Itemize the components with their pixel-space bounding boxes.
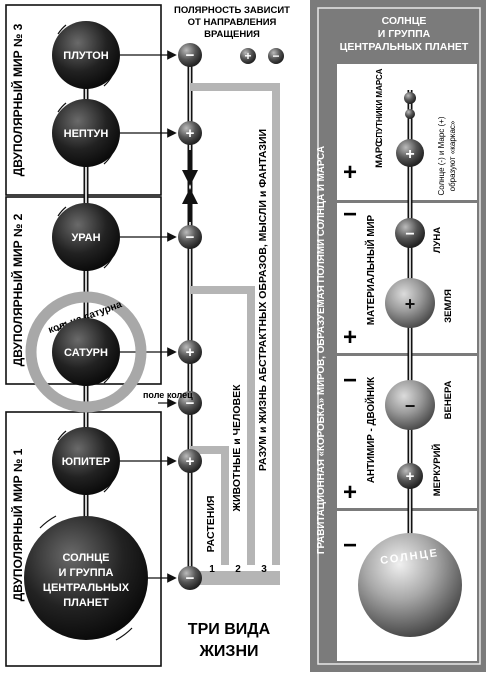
mars-moon-1 bbox=[404, 92, 416, 104]
mars-card-sign: + bbox=[343, 159, 357, 186]
life-number-1: 1 bbox=[209, 564, 215, 575]
uranus-label: УРАН bbox=[71, 232, 100, 244]
saturn-rings bbox=[25, 291, 147, 413]
sun-group-label-4: ПЛАНЕТ bbox=[63, 597, 109, 609]
sign-minus-sun: − bbox=[178, 566, 202, 590]
sign-plus-jupiter: + bbox=[178, 449, 202, 473]
sun-card-sign: − bbox=[343, 532, 357, 559]
antiworld-label: АНТИМИР - ДВОЙНИК bbox=[365, 377, 377, 483]
earth-label: ЗЕМЛЯ bbox=[443, 289, 454, 323]
legend-minus-sphere bbox=[268, 48, 284, 64]
sign-plus-saturn: + bbox=[178, 340, 202, 364]
life-label-2: ЖИВОТНЫЕ и ЧЕЛОВЕК bbox=[231, 384, 243, 513]
svg-text:−: − bbox=[186, 395, 195, 412]
field-bar-3 bbox=[190, 83, 280, 565]
svg-text:+: + bbox=[186, 453, 195, 470]
field-bar-2 bbox=[190, 286, 255, 565]
world-2-label: ДВУПОЛЯРНЫЙ МИР № 2 bbox=[10, 213, 25, 366]
life-number-2: 2 bbox=[235, 564, 241, 575]
antiworld-card-sign-bottom: + bbox=[343, 479, 357, 506]
neptune-label: НЕПТУН bbox=[64, 128, 109, 140]
sign-minus-uranus: − bbox=[178, 225, 202, 249]
mercury-sign: + bbox=[406, 468, 415, 485]
venus-label: ВЕНЕРА bbox=[443, 380, 454, 419]
mars-card bbox=[337, 64, 477, 200]
moon-sign: − bbox=[405, 226, 414, 243]
legend-plus-sign: + bbox=[244, 49, 251, 63]
right-header-1: СОЛНЦЕ bbox=[382, 15, 427, 27]
material-card-sign-bottom: + bbox=[343, 324, 357, 351]
world-3-label: ДВУПОЛЯРНЫЙ МИР № 3 bbox=[10, 23, 25, 176]
mars-label: МАРС bbox=[374, 140, 385, 168]
moon-sphere bbox=[395, 218, 425, 248]
sign-minus-pluto: − bbox=[178, 43, 202, 67]
earth-sign: + bbox=[405, 294, 416, 314]
antiworld-card-sign-top: − bbox=[343, 367, 357, 394]
pluto-sphere bbox=[52, 21, 120, 89]
life-label-3: РАЗУМ и ЖИЗНЬ АБСТРАКТНЫХ ОБРАЗОВ, МЫСЛИ… bbox=[257, 129, 269, 471]
sun-group-label-2: И ГРУППА bbox=[59, 567, 114, 579]
legend-minus-sign: − bbox=[272, 49, 279, 63]
sign-minus-ring-field: − bbox=[178, 391, 202, 415]
life-label-1: РАСТЕНИЯ bbox=[205, 496, 217, 553]
life-title-1: ТРИ ВИДА bbox=[188, 621, 271, 638]
saturn-label: САТУРН bbox=[64, 347, 108, 359]
life-title-2: ЖИЗНИ bbox=[198, 643, 258, 660]
svg-text:+: + bbox=[186, 344, 195, 361]
jupiter-label: ЮПИТЕР bbox=[62, 456, 111, 468]
right-vertical-title: ГРАВИТАЦИОННАЯ «КОРОБКА» МИРОВ, ОБРАЗУЕМ… bbox=[316, 146, 327, 554]
mars-sphere bbox=[396, 139, 424, 167]
venus-sign: − bbox=[405, 396, 416, 416]
jupiter-sphere bbox=[52, 427, 120, 495]
moon-label: ЛУНА bbox=[432, 227, 443, 253]
life-number-3: 3 bbox=[261, 564, 267, 575]
legend-plus-sphere bbox=[240, 48, 256, 64]
neptune-sphere bbox=[52, 99, 120, 167]
polarity-line-1: ПОЛЯРНОСТЬ ЗАВИСИТ bbox=[174, 5, 290, 16]
carcass-note-2: образуют «каркас» bbox=[448, 120, 457, 191]
svg-text:+: + bbox=[186, 125, 195, 142]
life-base-bar bbox=[190, 571, 280, 585]
material-card-sign-top: − bbox=[343, 201, 357, 228]
venus-sphere bbox=[385, 380, 435, 430]
carcass-note-1: Солнце (-) и Марс (+) bbox=[437, 116, 446, 195]
right-panel-frame bbox=[317, 7, 481, 665]
mercury-sphere bbox=[397, 463, 423, 489]
pluto-label: ПЛУТОН bbox=[63, 50, 108, 62]
polarity-line-3: ВРАЩЕНИЯ bbox=[204, 29, 260, 40]
sun-sphere bbox=[358, 533, 462, 637]
uranus-sphere bbox=[52, 203, 120, 271]
polarity-line-2: ОТ НАПРАВЛЕНИЯ bbox=[188, 17, 277, 28]
sun-group-label-1: СОЛНЦЕ bbox=[63, 552, 110, 564]
svg-text:−: − bbox=[186, 229, 195, 246]
sun-group-sphere bbox=[24, 516, 148, 640]
right-header-2: И ГРУППА bbox=[378, 28, 431, 40]
sign-plus-neptune: + bbox=[178, 121, 202, 145]
mars-moons-label: СПУТНИКИ МАРСА bbox=[375, 68, 384, 143]
mars-sign: + bbox=[405, 146, 414, 163]
world-1-label: ДВУПОЛЯРНЫЙ МИР № 1 bbox=[10, 448, 25, 601]
earth-sphere bbox=[385, 278, 435, 328]
mars-moon-2 bbox=[405, 109, 415, 119]
svg-text:−: − bbox=[186, 570, 195, 587]
field-bar-1 bbox=[190, 446, 229, 565]
saturn-sphere bbox=[52, 318, 120, 386]
mercury-label: МЕРКУРИЙ bbox=[431, 444, 443, 497]
ring-field-label: поле колец bbox=[143, 390, 193, 400]
svg-text:−: − bbox=[186, 47, 195, 64]
material-world-label: МАТЕРИАЛЬНЫЙ МИР bbox=[365, 214, 377, 325]
sun-group-label-3: ЦЕНТРАЛЬНЫХ bbox=[43, 582, 130, 594]
rotation-arrows bbox=[39, 24, 133, 641]
right-header-3: ЦЕНТРАЛЬНЫХ ПЛАНЕТ bbox=[340, 41, 469, 53]
